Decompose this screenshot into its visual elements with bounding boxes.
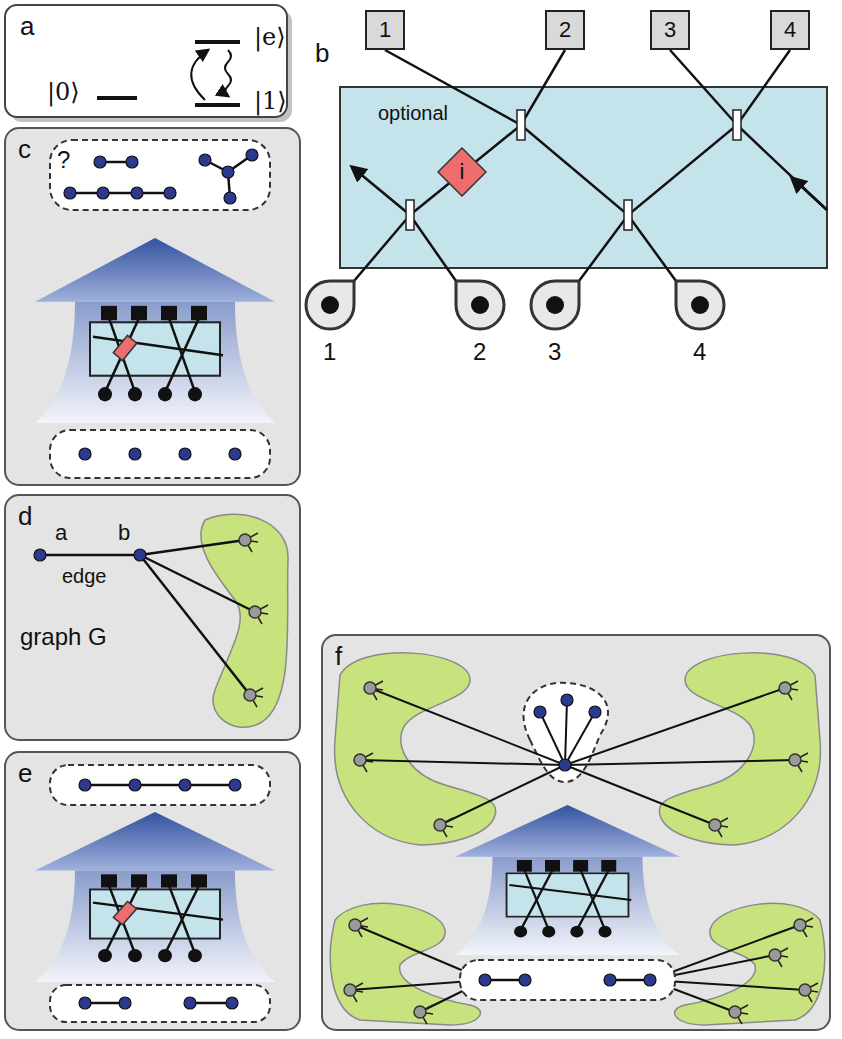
panel-letter: f xyxy=(335,643,342,669)
node-label: |1⟩ xyxy=(254,89,287,113)
panel-box: f xyxy=(322,635,830,1030)
panel-box: d a b edge graph G xyxy=(5,495,300,740)
decision-diamond: i xyxy=(437,147,487,197)
panel-letter: d xyxy=(18,503,32,529)
node-label: |0⟩ xyxy=(47,80,80,104)
panel-letter: a xyxy=(20,13,34,39)
node-label: i xyxy=(460,161,465,183)
panel-letter: e xyxy=(18,760,32,786)
panel-box: c? xyxy=(5,128,300,485)
panel-letter: c xyxy=(18,136,31,162)
chip-region: optional i xyxy=(340,87,827,268)
node-label: b xyxy=(118,522,130,544)
node-label: graph G xyxy=(20,625,107,649)
node-label: 2 xyxy=(559,19,571,41)
node-label: ? xyxy=(57,148,70,172)
port-box: 1 xyxy=(365,10,405,50)
node-label: 4 xyxy=(784,19,796,41)
port-box: 4 xyxy=(770,10,810,50)
node-label: 3 xyxy=(664,19,676,41)
node-label: |e⟩ xyxy=(254,25,286,49)
port-box: 3 xyxy=(650,10,690,50)
port-box: 2 xyxy=(545,10,585,50)
panel-letter: b xyxy=(315,40,329,66)
detector-number: 1 xyxy=(323,340,336,364)
node-label: optional xyxy=(378,103,448,123)
node-label: a xyxy=(55,522,67,544)
detector-number: 3 xyxy=(548,340,561,364)
node-label: 1 xyxy=(379,19,391,41)
panel-box: e xyxy=(5,752,300,1030)
detector-number: 4 xyxy=(693,340,706,364)
node-label: edge xyxy=(62,566,107,586)
detector-number: 2 xyxy=(473,340,486,364)
panel-box: a |e⟩ |0⟩ |1⟩ xyxy=(5,5,287,117)
